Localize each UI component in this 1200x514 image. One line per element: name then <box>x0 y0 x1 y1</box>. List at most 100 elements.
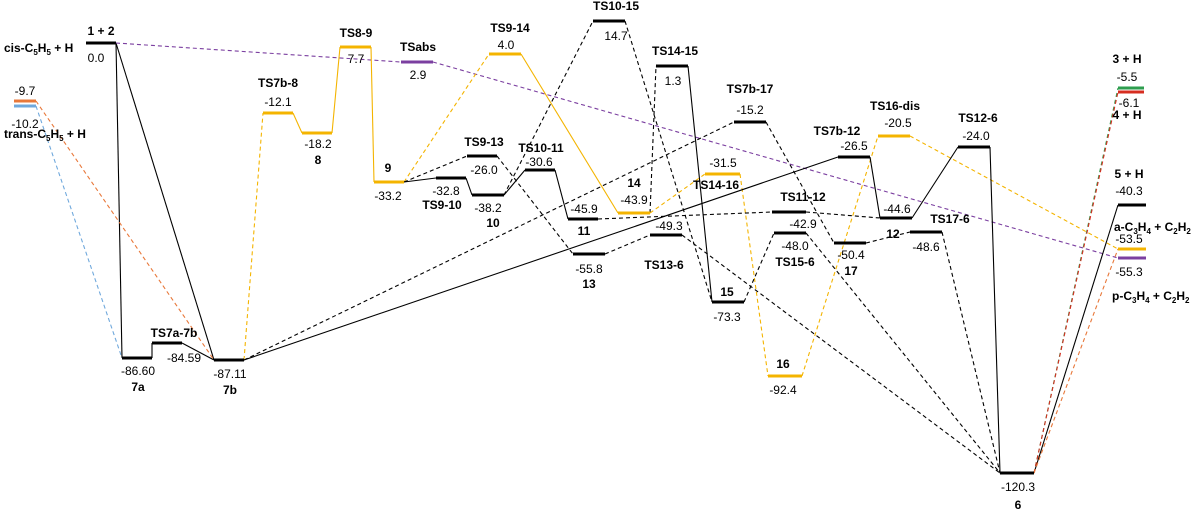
name-label-TS7b-17: TS7b-17 <box>727 82 774 96</box>
value-label-TS9-13: -26.0 <box>470 163 498 177</box>
value-label-TS15-6: -48.0 <box>781 239 809 253</box>
path-10-to-TS10-15 <box>503 20 594 196</box>
path-7b-to-TS7b-12 <box>243 156 839 361</box>
value-label-TS13-6: -49.3 <box>655 219 683 233</box>
level-labels: -9.7-10.21 + 20.0TS7a-7b-84.597a-86.607b… <box>11 0 1143 512</box>
name-label-TS12-6: TS12-6 <box>958 111 998 125</box>
path-L12-to-7a <box>115 42 123 359</box>
path-6-to-L4H <box>1033 91 1119 474</box>
value-label-L12: 0.0 <box>88 51 105 65</box>
path-L12-to-TSabs <box>115 42 402 63</box>
name-label-10: 10 <box>486 216 500 230</box>
value-label-7b: -87.11 <box>213 367 246 381</box>
value-label-6: -120.3 <box>1001 480 1035 494</box>
path-trans-to-7a <box>35 105 123 359</box>
path-TS14-16-to-16 <box>739 173 769 377</box>
path-TS17-6-to-6 <box>941 231 1001 474</box>
value-label-16: -92.4 <box>769 383 797 397</box>
value-label-aC3H4: -53.5 <box>1115 232 1143 246</box>
path-TS8-9-to-9 <box>370 46 375 183</box>
name-label-13: 13 <box>582 277 596 291</box>
name-label-9: 9 <box>385 161 392 175</box>
value-label-cis: -9.7 <box>15 84 36 98</box>
name-label-L12: 1 + 2 <box>87 24 114 38</box>
path-cis-to-7b <box>35 100 215 361</box>
name-label-14: 14 <box>627 176 641 190</box>
path-7b-to-TS7b-8 <box>243 112 264 361</box>
value-label-TS17-6: -48.6 <box>912 240 940 254</box>
name-label-TS16-dis: TS16-dis <box>870 99 920 113</box>
path-11-to-TS11-12 <box>597 211 773 220</box>
value-label-TS7b-17: -15.2 <box>736 103 764 117</box>
path-L12-to-7b <box>115 42 215 361</box>
path-10-to-TS10-11 <box>503 169 526 196</box>
name-label-TS7b-12: TS7b-12 <box>814 124 861 138</box>
value-label-TS9-10: -32.8 <box>432 184 460 198</box>
value-label-13: -55.8 <box>575 262 603 276</box>
name-label-TS9-13: TS9-13 <box>464 135 504 149</box>
name-label-L4H: 4 + H <box>1112 108 1141 122</box>
path-14-to-TS14-15 <box>649 65 657 214</box>
value-label-TS12-6: -24.0 <box>962 129 990 143</box>
energy-levels <box>14 19 1146 475</box>
value-label-17: -50.4 <box>837 248 865 262</box>
path-TS7b-12-to-12 <box>869 156 881 219</box>
value-label-15: -73.3 <box>713 310 741 324</box>
path-TS13-6-to-6 <box>681 234 1001 474</box>
path-TS9-10-to-10 <box>465 177 473 196</box>
name-label-11: 11 <box>578 224 591 238</box>
path-17-to-TS17-6 <box>865 231 911 244</box>
value-label-TS10-11: -30.6 <box>525 155 553 169</box>
name-label-TS14-15: TS14-15 <box>652 44 698 58</box>
value-label-7a: -86.60 <box>121 364 155 378</box>
path-14-to-TS14-16 <box>649 173 706 214</box>
trans-c5h5-h-label: trans-C5H5 + H <box>4 127 86 143</box>
name-label-15: 15 <box>720 285 734 299</box>
value-label-TS11-12: -42.9 <box>789 217 817 231</box>
value-label-TS16-dis: -20.5 <box>884 116 912 130</box>
path-TS7b-17-to-17 <box>765 121 835 244</box>
cis-c5h5-h-label: cis-C5H5 + H <box>4 41 73 57</box>
name-label-TS7a-7b: TS7a-7b <box>151 326 198 340</box>
value-label-9: -33.2 <box>374 189 402 203</box>
value-label-TS14-15: 1.3 <box>665 74 682 88</box>
path-6-to-L5H <box>1033 204 1119 474</box>
path-13-to-TS13-6 <box>604 234 651 255</box>
value-label-trans: -10.2 <box>11 117 39 131</box>
name-label-L5H: 5 + H <box>1114 167 1143 181</box>
value-label-TS7a-7b: -84.59 <box>167 351 201 365</box>
path-TS15-6-to-6 <box>805 232 1001 474</box>
path-12-to-TS12-6 <box>911 146 959 219</box>
value-label-TS9-14: 4.0 <box>498 38 515 52</box>
name-label-TS7b-8: TS7b-8 <box>258 76 298 90</box>
name-label-7b: 7b <box>223 383 237 397</box>
path-TS7b-8-to-8 <box>292 112 303 134</box>
p-c3h4-c2h2-label: p-C3H4 + C2H2 <box>1112 289 1190 305</box>
name-label-12: 12 <box>886 227 900 241</box>
name-label-TS11-12: TS11-12 <box>780 190 826 204</box>
path-9-to-TS9-10 <box>403 177 437 183</box>
a-c3h4-c2h2-label: a-C3H4 + C2H2 <box>1114 220 1191 236</box>
reaction-paths <box>35 20 1119 474</box>
value-label-8: -18.2 <box>304 137 332 151</box>
value-label-TSabs: 2.9 <box>410 68 427 82</box>
name-label-16: 16 <box>776 357 790 371</box>
name-label-TS9-14: TS9-14 <box>490 21 530 35</box>
path-9-to-TS9-14 <box>403 53 490 183</box>
path-TS9-14-to-14 <box>520 53 619 214</box>
path-TS14-15-to-15 <box>687 65 713 303</box>
path-8-to-TS8-9 <box>331 46 341 134</box>
path-15-to-TS15-6 <box>743 232 775 303</box>
name-label-TS9-10: TS9-10 <box>422 198 462 212</box>
value-label-12: -44.6 <box>883 202 911 216</box>
name-label-6: 6 <box>1015 498 1022 512</box>
name-label-TS8-9: TS8-9 <box>340 26 373 40</box>
value-label-TS7b-8: -12.1 <box>264 95 292 109</box>
value-label-11: -45.9 <box>570 202 598 216</box>
name-label-TS14-16: TS14-16 <box>693 178 739 192</box>
name-label-L3H: 3 + H <box>1112 52 1141 66</box>
name-label-TS10-15: TS10-15 <box>593 0 639 13</box>
path-6-to-aC3H4 <box>1033 248 1119 474</box>
value-label-10: -38.2 <box>474 201 502 215</box>
